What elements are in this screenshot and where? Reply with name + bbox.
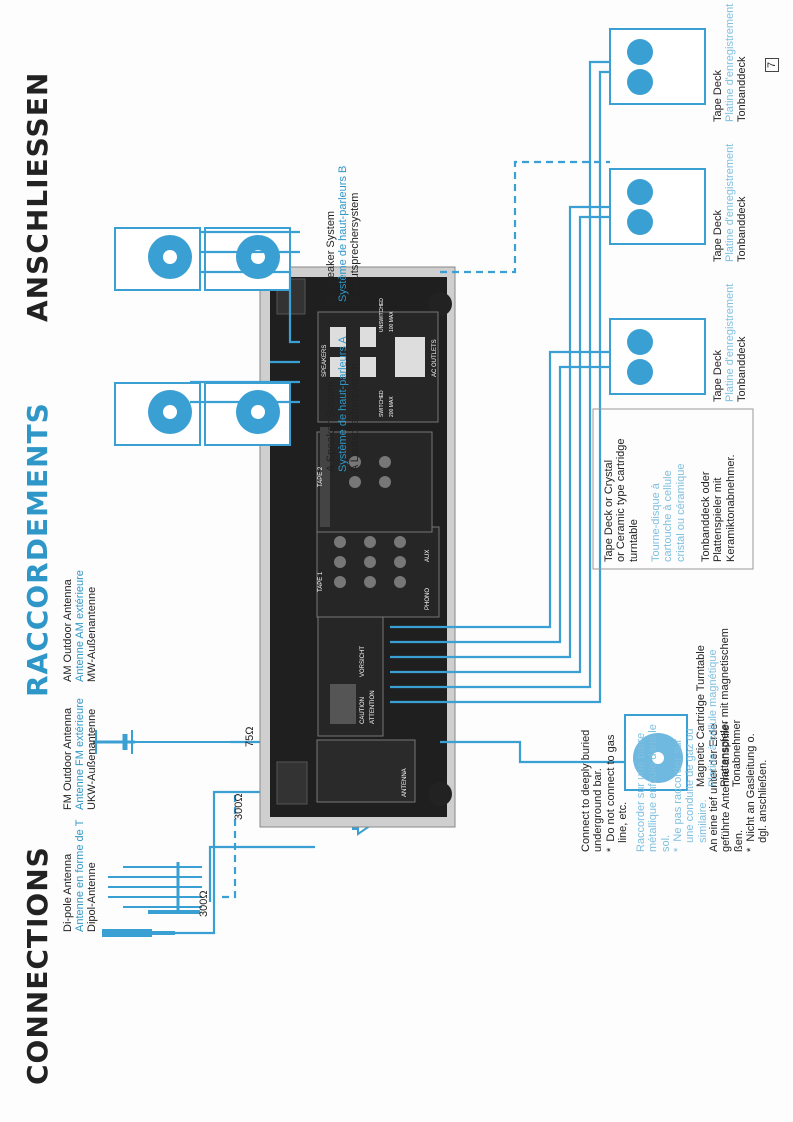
tape-deck-3-label-en: Tape Deck — [712, 70, 724, 122]
title-raccordements: RACCORDEMENTS — [21, 402, 54, 697]
fm-antenna-label-en: FM Outdoor Antenna — [62, 707, 74, 810]
receiver-rear-panel — [259, 266, 456, 828]
fm-antenna-label-de: UKW-Außenantenne — [86, 708, 98, 810]
panel-vorsicht-label: VORSICHT — [360, 645, 366, 677]
tape-dashed-line — [440, 160, 610, 274]
title-connections: CONNECTIONS — [21, 846, 54, 1085]
speaker-b-wires — [200, 230, 300, 344]
tape-deck-1-label-de: Tonbanddeck — [736, 336, 748, 402]
turntable-label-fr: Platine à cellule magnétique — [707, 649, 719, 787]
am-antenna-icon — [93, 730, 230, 754]
speaker-a-wires — [190, 360, 300, 404]
am-antenna-label-en: AM Outdoor Antenna — [62, 579, 74, 682]
fm-antenna-label-fr: Antenne FM extérieure — [74, 698, 86, 810]
panel-ac-outlets-label: AC OUTLETS — [432, 339, 438, 377]
am-antenna-label-fr: Antenne AM extérieure — [74, 570, 86, 682]
panel-aux-label: AUX — [425, 549, 431, 562]
tape-deck-1-label-fr: Platine d'enregistrement — [724, 283, 736, 402]
tape-deck-icons — [609, 28, 706, 395]
panel-phono-label: PHONO — [425, 587, 431, 610]
dipole-label-en: Di-pole Antenna — [62, 853, 74, 932]
impedance-300-mid: 300Ω — [233, 793, 245, 820]
panel-switched-label: SWITCHED — [379, 390, 385, 417]
dipole-label-de: Dipol-Antenne — [86, 862, 98, 932]
note-box — [592, 408, 754, 570]
fm-300-ohm-feeder — [222, 792, 237, 899]
fm-75-ohm-cable — [208, 845, 315, 902]
am-antenna-label-de: MW-Außenantenne — [86, 586, 98, 682]
tape-deck-3-label-de: Tonbanddeck — [736, 56, 748, 122]
dipole-label-fr: Antenne en forme de T — [74, 819, 86, 932]
dipole-antenna-icon — [102, 929, 175, 937]
panel-max2-label: 100 MAX — [389, 311, 395, 332]
panel-antenna-label: ANTENNA — [402, 768, 408, 797]
tape-line-4 — [390, 205, 610, 659]
ground-note-en: Connect to deeply buried underground bar… — [580, 729, 629, 852]
page-number: 7 — [765, 57, 780, 72]
fm-antenna-icon — [108, 862, 202, 914]
speaker-b-label-fr: Système de haut-parleurs B — [337, 165, 349, 302]
panel-caution-label: CAUTION — [360, 697, 366, 724]
panel-max1-label: 200 MAX — [389, 396, 395, 417]
tape-line-1 — [390, 70, 610, 704]
tape-ceramic-fr: Tourne-disque à cartouche à cellule cris… — [650, 463, 687, 562]
turntable-label-de: Plattenspieler mit magnetischem Tonabneh… — [719, 628, 744, 787]
tape-line-6 — [390, 350, 610, 629]
tape-ceramic-de: Tonbanddeck oder Plattenspieler mit Kera… — [700, 454, 737, 562]
speaker-a-icons — [114, 382, 291, 446]
panel-tape2-label: TAPE 2 — [318, 466, 324, 487]
speaker-b-label-en: B Speaker System — [325, 210, 337, 302]
impedance-300-left: 300Ω — [198, 890, 210, 917]
speaker-b-icons — [114, 227, 291, 291]
panel-unswitched-label: UNSWITCHED — [379, 298, 385, 332]
tape-deck-2-label-en: Tape Deck — [712, 210, 724, 262]
panel-attention-label: ATTENTION — [370, 690, 376, 724]
tape-deck-3-label-fr: Platine d'enregistrement — [724, 3, 736, 122]
panel-tape1-label: TAPE 1 — [318, 571, 324, 592]
speaker-a-label-de: A Lautsprechersystem — [349, 363, 361, 472]
phono-wire — [440, 740, 625, 764]
tape-line-3 — [390, 215, 610, 674]
tape-deck-1-label-en: Tape Deck — [712, 350, 724, 402]
tape-line-2 — [390, 60, 610, 689]
tape-ceramic-en: Tape Deck or Crystal or Ceramic type car… — [603, 438, 640, 563]
speaker-b-label-de: B Lautsprechersystem — [349, 192, 361, 302]
turntable-label-en: Magnetic Cartridge Turntable — [695, 645, 707, 787]
tape-line-5 — [390, 365, 610, 644]
turntable-icon — [624, 714, 688, 791]
impedance-75: 75Ω — [244, 726, 256, 747]
panel-speakers-label: SPEAKERS — [322, 344, 328, 377]
speaker-a-label-en: A Speaker System — [325, 381, 337, 473]
tape-deck-2-label-fr: Platine d'enregistrement — [724, 143, 736, 262]
tape-deck-2-label-de: Tonbanddeck — [736, 196, 748, 262]
title-anschliessen: ANSCHLIESSEN — [21, 71, 54, 322]
speaker-a-label-fr: Système de haut-parleurs A — [337, 336, 349, 472]
